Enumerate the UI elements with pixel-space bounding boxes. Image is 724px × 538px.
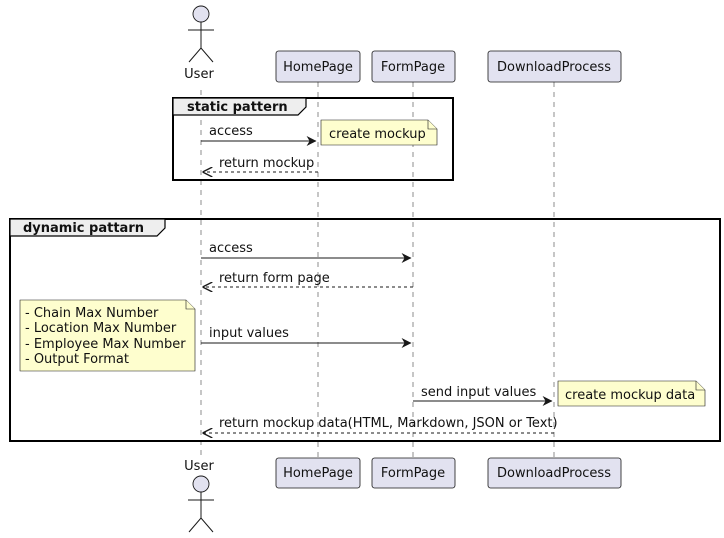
dynamic-pattern-label: dynamic pattarn xyxy=(23,221,144,236)
formpage-box-top: FormPage xyxy=(371,50,456,83)
user-actor-icon xyxy=(192,5,210,23)
homepage-label-bottom: HomePage xyxy=(283,466,353,481)
formpage-label-bottom: FormPage xyxy=(381,466,445,481)
formpage-box-bottom: FormPage xyxy=(371,457,456,489)
static-pattern-label: static pattern xyxy=(187,100,288,115)
downloadprocess-label-bottom: DownloadProcess xyxy=(497,466,611,481)
message-return-form-page: return form page xyxy=(203,271,413,287)
note-text: create mockup xyxy=(329,127,426,142)
downloadprocess-box-bottom: DownloadProcess xyxy=(487,457,622,489)
downloadprocess-box-top: DownloadProcess xyxy=(487,50,622,83)
user-actor-icon xyxy=(192,475,210,493)
note-line: - Location Max Number xyxy=(25,321,177,336)
message-access-form: access xyxy=(201,241,412,263)
note-text: create mockup data xyxy=(565,388,695,403)
message-label: access xyxy=(209,241,253,256)
homepage-box-bottom: HomePage xyxy=(275,457,361,489)
message-label: access xyxy=(209,124,253,139)
message-send-input-values: send input values xyxy=(413,385,553,406)
message-label: return form page xyxy=(219,271,330,286)
dynamic-pattern-group: dynamic pattarn xyxy=(9,218,721,442)
dynamic-pattern-tab xyxy=(9,218,166,237)
homepage-label-top: HomePage xyxy=(283,60,353,75)
user-actor-bottom: User xyxy=(184,459,214,533)
homepage-box-top: HomePage xyxy=(275,50,361,83)
note-line: - Employee Max Number xyxy=(25,337,186,352)
user-label-bottom: User xyxy=(184,459,214,474)
message-label: send input values xyxy=(421,385,536,400)
message-label: return mockup data(HTML, Markdown, JSON … xyxy=(219,416,558,431)
message-label: input values xyxy=(209,326,289,341)
user-actor-top: User xyxy=(184,5,214,82)
message-return-mockup-data: return mockup data(HTML, Markdown, JSON … xyxy=(203,416,558,433)
note-input-fields: - Chain Max Number - Location Max Number… xyxy=(19,299,196,372)
message-input-values: input values xyxy=(201,326,412,348)
formpage-label-top: FormPage xyxy=(381,60,445,75)
message-access-home: access xyxy=(201,124,317,146)
static-pattern-group: static pattern xyxy=(172,97,454,181)
downloadprocess-label-top: DownloadProcess xyxy=(497,60,611,75)
note-create-mockup: create mockup xyxy=(320,119,438,146)
note-line: - Output Format xyxy=(25,352,129,367)
note-line: - Chain Max Number xyxy=(25,306,159,321)
message-return-mockup: return mockup xyxy=(203,156,318,172)
note-create-mockup-data: create mockup data xyxy=(557,380,706,407)
user-label-top: User xyxy=(184,67,214,82)
static-pattern-tab xyxy=(172,97,307,116)
message-label: return mockup xyxy=(219,156,314,171)
